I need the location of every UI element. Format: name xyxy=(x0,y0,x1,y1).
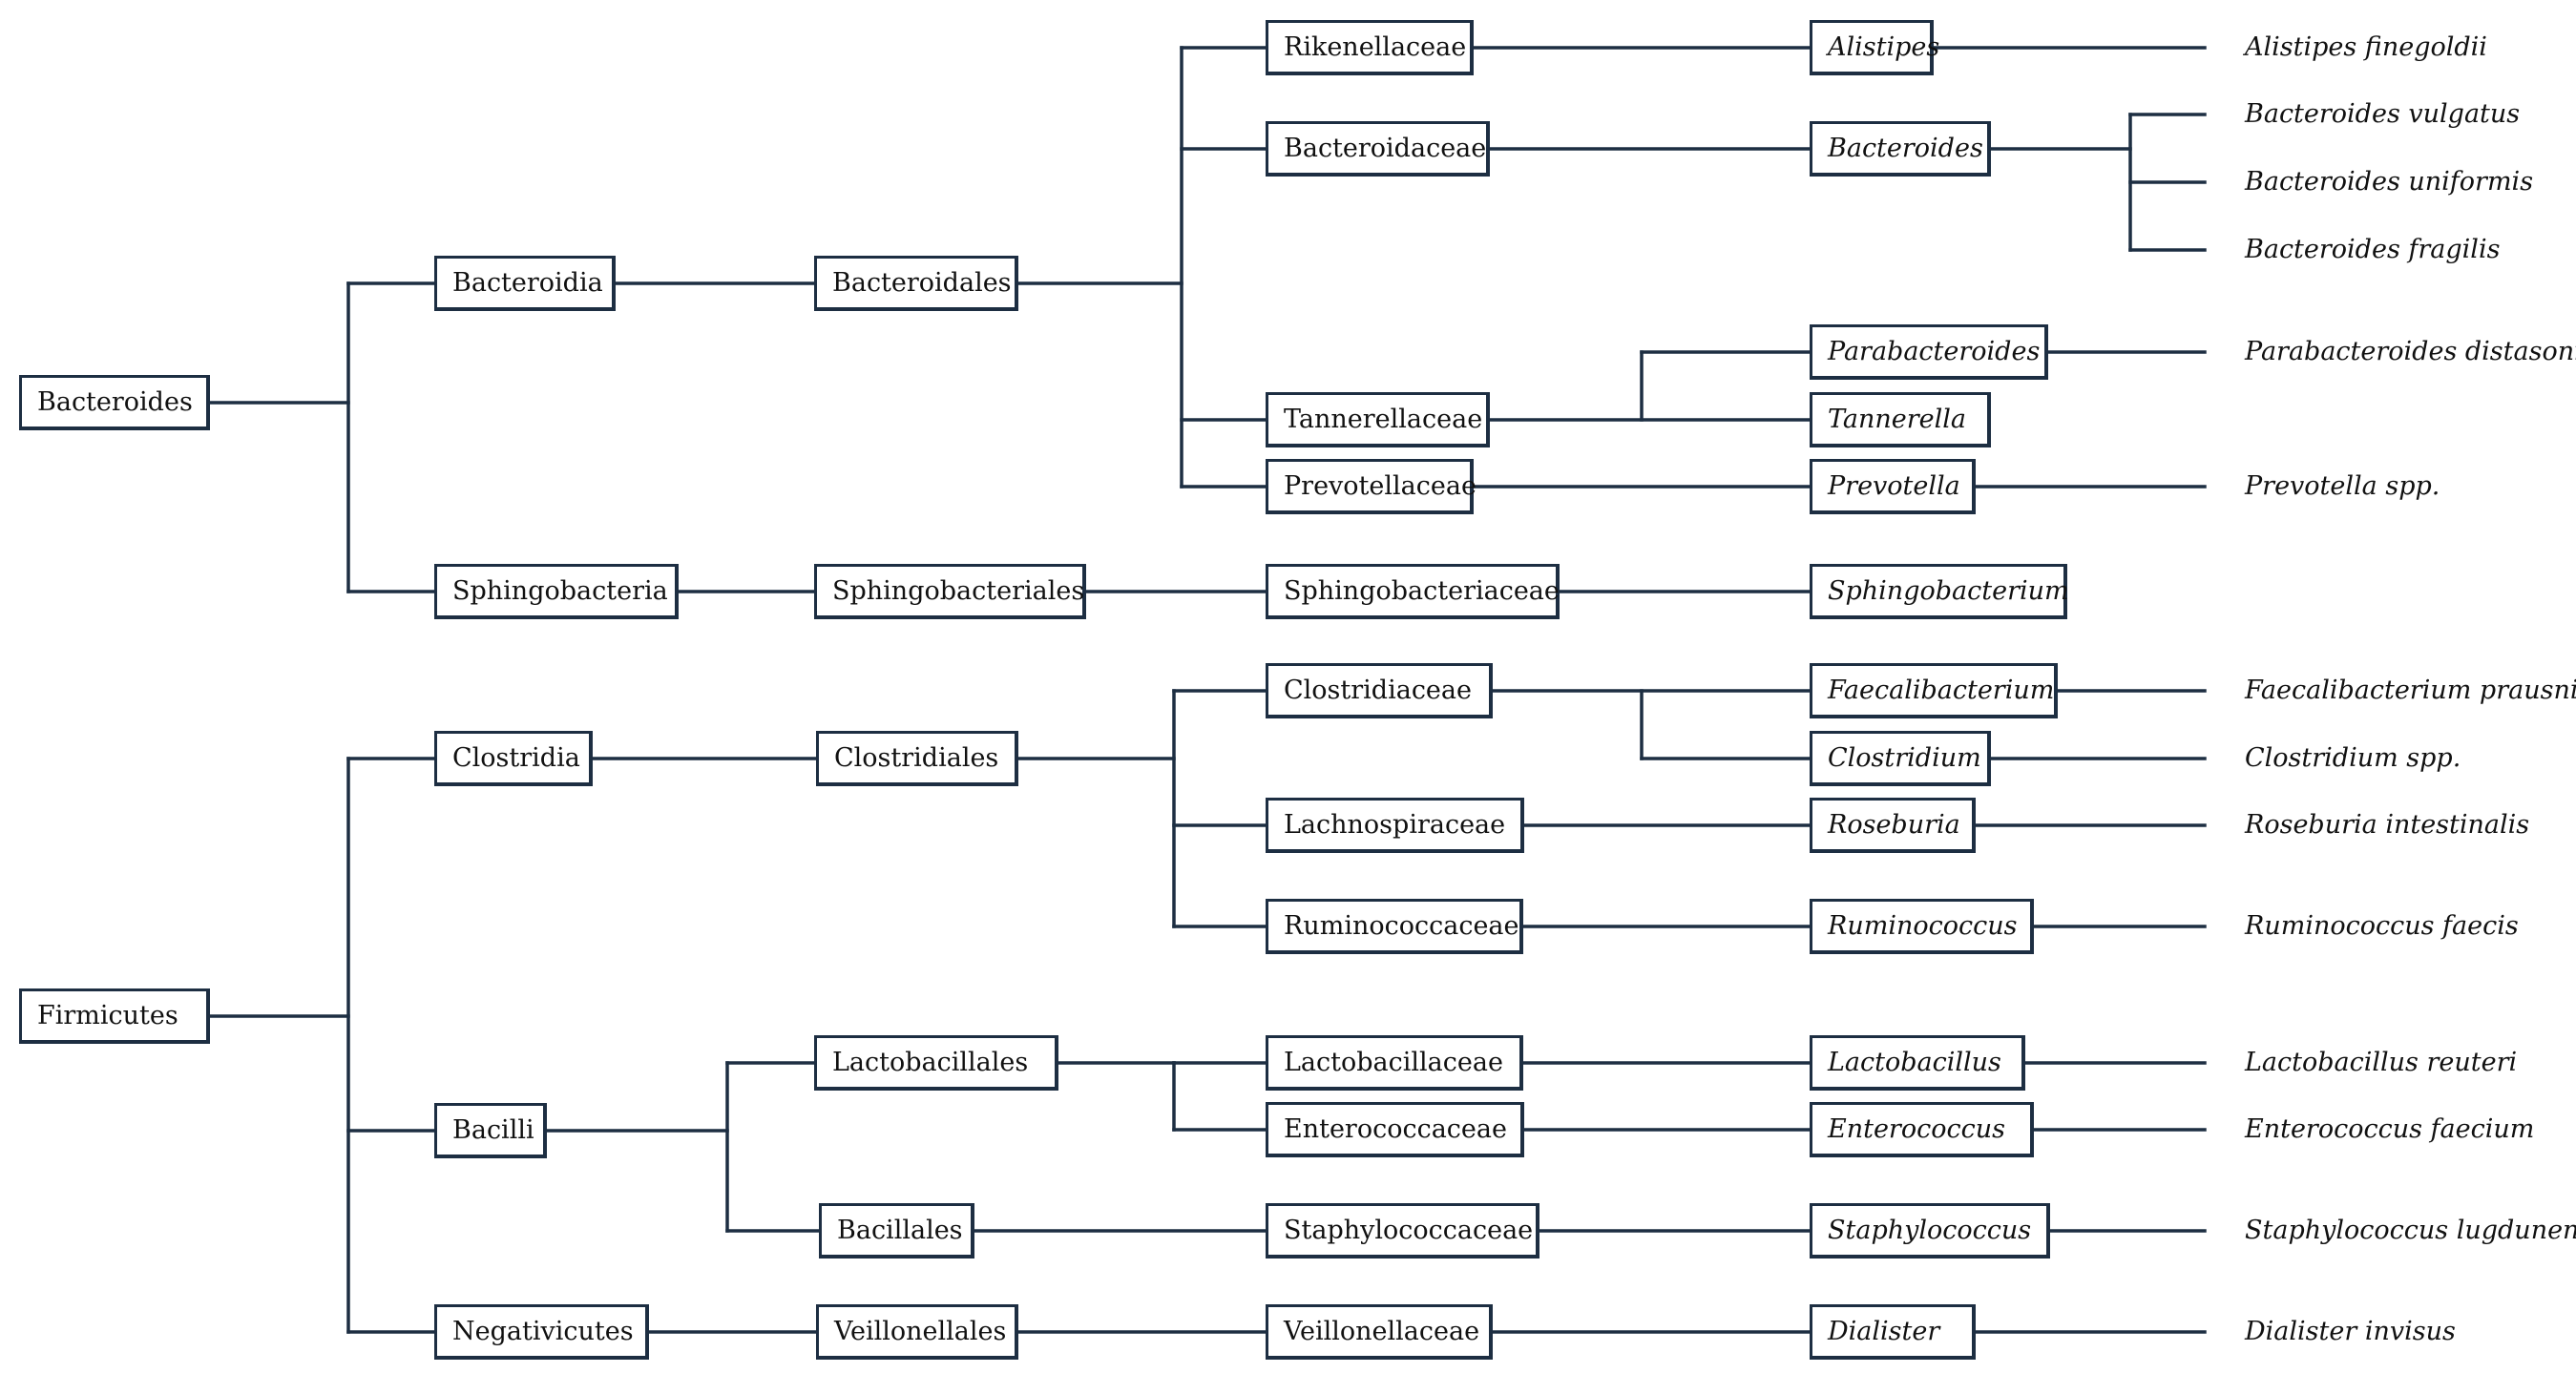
node-genus-clostridium: Clostridium xyxy=(1810,731,1991,786)
species-parabacteroides-distasonis: Parabacteroides distasonis xyxy=(2245,337,2576,366)
node-genus-faecalibacterium: Faecalibacterium xyxy=(1810,663,2058,718)
node-order-lactobacillales: Lactobacillales xyxy=(814,1035,1058,1091)
node-class-clostridia: Clostridia xyxy=(434,731,593,786)
species-staphylococcus-lugdunensis: Staphylococcus lugdunensis xyxy=(2245,1216,2576,1245)
node-family-ruminococcaceae: Ruminococcaceae xyxy=(1266,899,1523,954)
node-order-veillonellales: Veillonellales xyxy=(816,1304,1018,1360)
node-genus-staphylococcus: Staphylococcus xyxy=(1810,1203,2050,1259)
species-roseburia-intestinalis: Roseburia intestinalis xyxy=(2245,810,2530,840)
node-family-clostridiaceae: Clostridiaceae xyxy=(1266,663,1493,718)
species-clostridium-spp: Clostridium spp. xyxy=(2245,743,2461,773)
node-order-bacteroidales: Bacteroidales xyxy=(814,256,1018,311)
species-bacteroides-fragilis: Bacteroides fragilis xyxy=(2245,235,2501,264)
node-order-bacillales: Bacillales xyxy=(819,1203,974,1259)
node-family-rikenellaceae: Rikenellaceae xyxy=(1266,20,1474,75)
node-class-sphingobacteria: Sphingobacteria xyxy=(434,564,679,619)
species-alistipes-finegoldii: Alistipes finegoldii xyxy=(2245,32,2487,62)
node-family-prevotellaceae: Prevotellaceae xyxy=(1266,459,1476,514)
node-class-bacilli: Bacilli xyxy=(434,1103,547,1158)
node-family-staphylococcaceae: Staphylococcaceae xyxy=(1266,1203,1539,1259)
node-order-sphingobacteriales: Sphingobacteriales xyxy=(814,564,1086,619)
node-genus-prevotella: Prevotella xyxy=(1810,459,1976,514)
node-family-enterococcaceae: Enterococcaceae xyxy=(1266,1102,1524,1157)
node-family-lachnospiraceae: Lachnospiraceae xyxy=(1266,798,1524,853)
node-family-veillonellaceae: Veillonellaceae xyxy=(1266,1304,1493,1360)
node-family-lactobacillaceae: Lactobacillaceae xyxy=(1266,1035,1523,1091)
species-lactobacillus-reuteri: Lactobacillus reuteri xyxy=(2245,1048,2518,1077)
node-family-tannerellaceae: Tannerellaceae xyxy=(1266,392,1490,447)
species-bacteroides-vulgatus: Bacteroides vulgatus xyxy=(2245,99,2521,129)
node-class-bacteroidia: Bacteroidia xyxy=(434,256,616,311)
node-genus-dialister: Dialister xyxy=(1810,1304,1976,1360)
node-phylum-firmicutes: Firmicutes xyxy=(19,988,210,1044)
species-enterococcus-faecium: Enterococcus faecium xyxy=(2245,1114,2535,1144)
species-prevotella-spp: Prevotella spp. xyxy=(2245,471,2440,501)
node-genus-enterococcus: Enterococcus xyxy=(1810,1102,2034,1157)
node-genus-alistipes: Alistipes xyxy=(1810,20,1939,75)
species-dialister-invisus: Dialister invisus xyxy=(2245,1317,2456,1346)
species-ruminococcus-faecis: Ruminococcus faecis xyxy=(2245,911,2519,941)
node-genus-lactobacillus: Lactobacillus xyxy=(1810,1035,2025,1091)
node-family-sphingobacteriaceae: Sphingobacteriaceae xyxy=(1266,564,1560,619)
node-order-clostridiales: Clostridiales xyxy=(816,731,1018,786)
node-genus-roseburia: Roseburia xyxy=(1810,798,1976,853)
node-genus-ruminococcus: Ruminococcus xyxy=(1810,899,2034,954)
species-faecalibacterium-prausnitzii: Faecalibacterium prausnitzii xyxy=(2245,676,2576,705)
node-class-negativicutes: Negativicutes xyxy=(434,1304,649,1360)
node-genus-tannerella: Tannerella xyxy=(1810,392,1991,447)
node-genus-sphingobacterium: Sphingobacterium xyxy=(1810,564,2069,619)
node-phylum-bacteroides: Bacteroides xyxy=(19,375,210,430)
node-genus-parabacteroides: Parabacteroides xyxy=(1810,324,2048,380)
species-bacteroides-uniformis: Bacteroides uniformis xyxy=(2245,167,2534,197)
node-genus-bacteroides: Bacteroides xyxy=(1810,121,1991,177)
node-family-bacteroidaceae: Bacteroidaceae xyxy=(1266,121,1490,177)
